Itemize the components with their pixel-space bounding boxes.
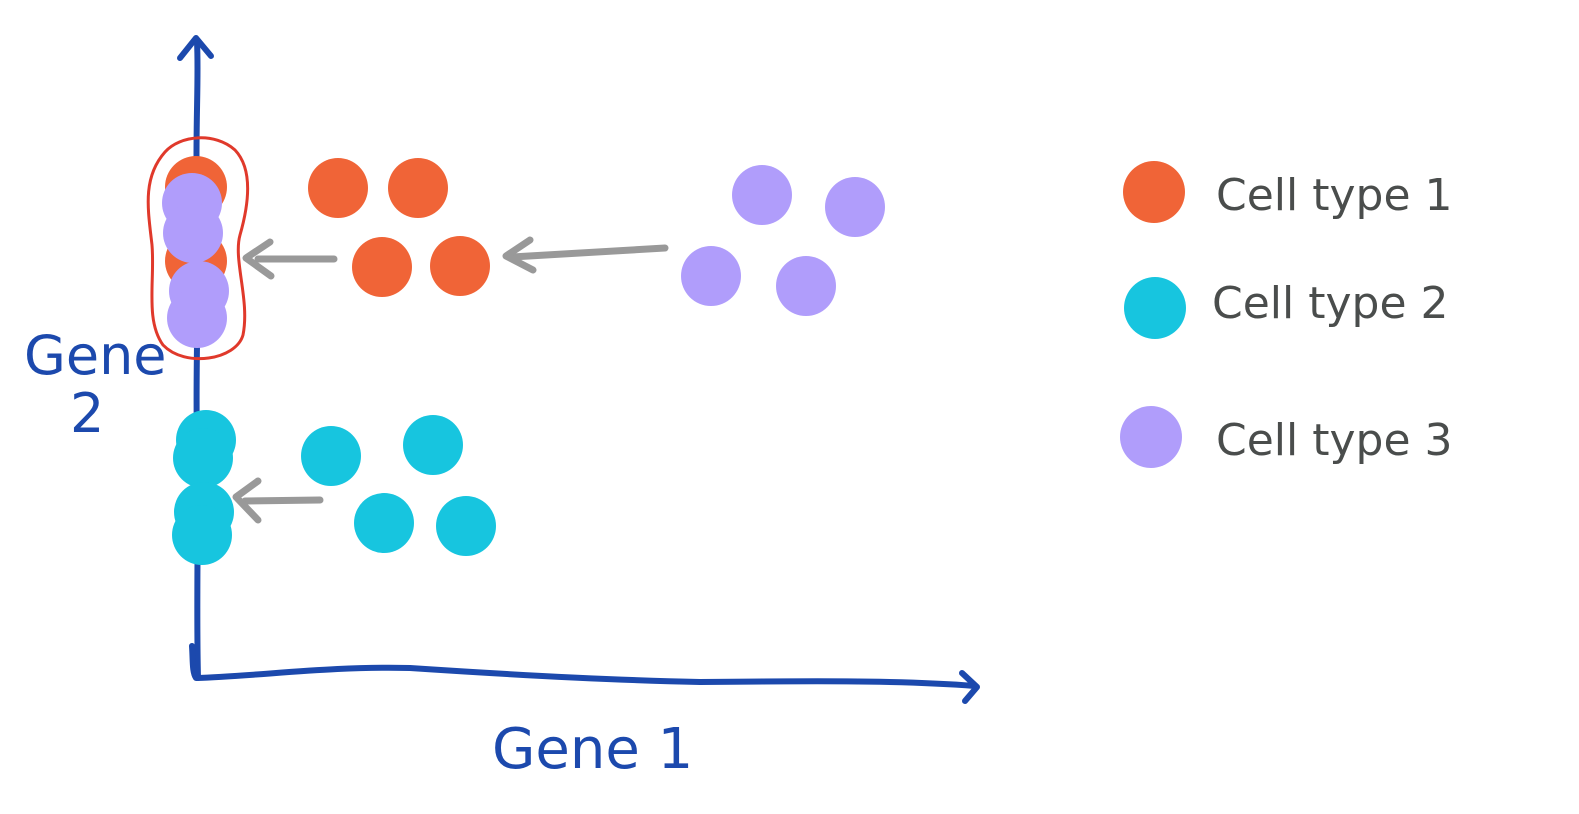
arrow-head xyxy=(232,477,262,524)
cell-point xyxy=(825,177,885,237)
projected-points xyxy=(162,156,236,565)
x-axis-line xyxy=(189,643,978,689)
cluster-cell-type-1 xyxy=(308,158,490,297)
overlap-highlight-outline xyxy=(146,136,250,360)
legend-item-cell-type-1: Cell type 1 xyxy=(1123,161,1453,223)
projected-point-type-2 xyxy=(173,428,233,488)
legend-swatch xyxy=(1124,277,1186,339)
legend-label: Cell type 2 xyxy=(1212,278,1449,329)
cell-point xyxy=(388,158,448,218)
cell-point xyxy=(776,256,836,316)
legend: Cell type 1 Cell type 2 Cell type 3 xyxy=(1120,161,1453,468)
cell-point xyxy=(436,496,496,556)
arrow-head xyxy=(502,236,537,274)
cluster-cell-type-3 xyxy=(681,165,885,316)
arrow-head xyxy=(242,238,275,280)
y-axis-label-line1: Gene xyxy=(24,324,167,387)
legend-swatch xyxy=(1123,161,1185,223)
cell-point xyxy=(354,493,414,553)
cell-point xyxy=(732,165,792,225)
legend-swatch xyxy=(1120,406,1182,468)
projection-arrows xyxy=(232,236,669,524)
arrow-shaft xyxy=(241,496,324,505)
projected-point-type-2 xyxy=(172,505,232,565)
x-axis-label: Gene 1 xyxy=(492,717,693,782)
legend-label: Cell type 3 xyxy=(1216,415,1453,466)
arrow-shaft xyxy=(508,244,669,261)
x-axis-arrowhead xyxy=(959,670,980,704)
cell-point xyxy=(681,246,741,306)
cell-point xyxy=(430,236,490,296)
legend-item-cell-type-3: Cell type 3 xyxy=(1120,406,1453,468)
cell-point xyxy=(308,158,368,218)
cell-point xyxy=(352,237,412,297)
y-axis-label-line2: 2 xyxy=(70,382,104,445)
legend-item-cell-type-2: Cell type 2 xyxy=(1124,277,1449,339)
axes xyxy=(177,35,980,704)
projected-point-type-3 xyxy=(167,288,227,348)
legend-label: Cell type 1 xyxy=(1216,170,1453,221)
y-axis-arrowhead xyxy=(177,35,214,61)
cell-point xyxy=(403,415,463,475)
cell-point xyxy=(301,426,361,486)
projected-point-type-3 xyxy=(163,203,223,263)
cluster-cell-type-2 xyxy=(301,415,496,556)
